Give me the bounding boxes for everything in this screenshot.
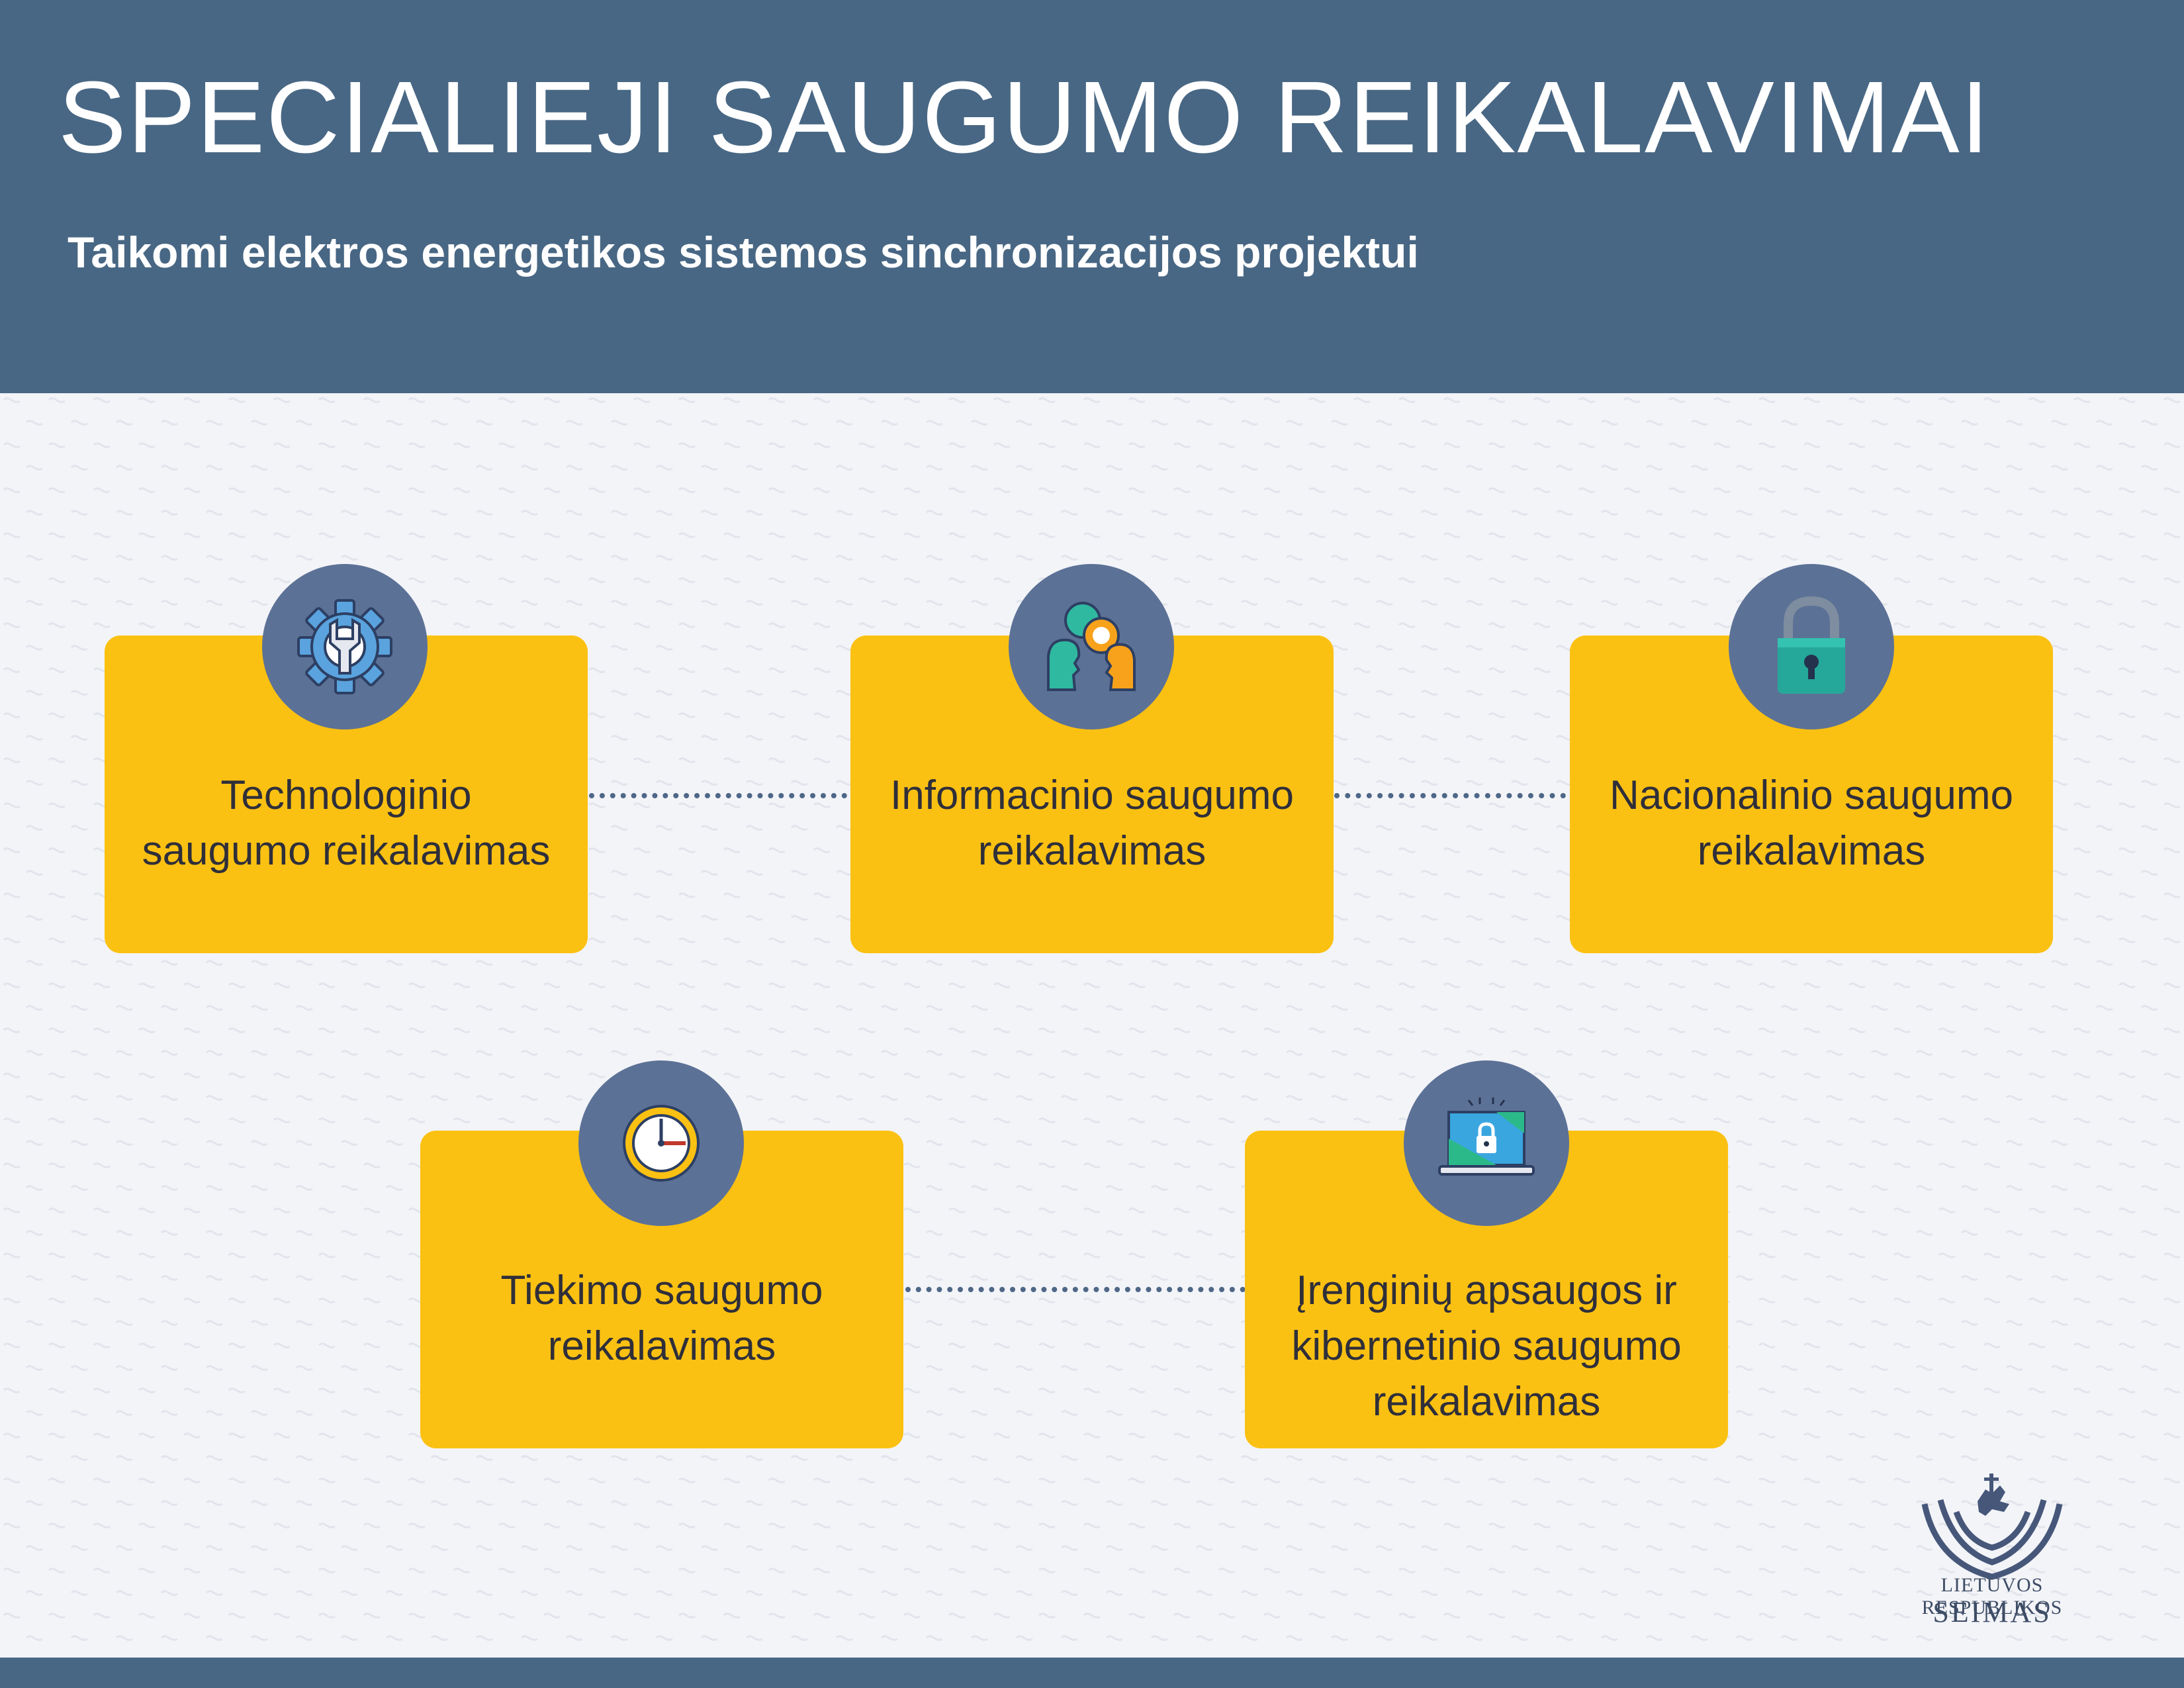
icon-circle (1009, 564, 1174, 729)
card-label-line: reikalavimas (1372, 1379, 1601, 1425)
laptop-lock-icon (1438, 1098, 1535, 1176)
clock-icon (623, 1105, 700, 1182)
card-label-line: reikalavimas (1697, 828, 1926, 874)
card-label-line: Tiekimo saugumo (500, 1268, 823, 1313)
card-label-line: Nacionalinio saugumo (1609, 773, 2014, 818)
connector-line (905, 1287, 1246, 1292)
page-title: SPECIALIEJI SAUGUMO REIKALAVIMAI (58, 60, 1991, 174)
card-label-line: Technologinio (220, 773, 472, 818)
padlock-icon (1778, 596, 1845, 694)
icon-circle (1729, 564, 1894, 729)
seimas-logo-icon (1921, 1474, 2063, 1580)
icon-circle (578, 1060, 744, 1226)
connector-line (589, 793, 847, 798)
logo-text-line2: SEIMAS (1933, 1596, 2052, 1628)
card-label-line: reikalavimas (978, 828, 1206, 874)
header-banner: SPECIALIEJI SAUGUMO REIKALAVIMAI Taikomi… (0, 0, 2184, 393)
card-label-line: reikalavimas (547, 1323, 776, 1369)
card-label-line: kibernetinio saugumo (1291, 1323, 1682, 1369)
card-label-line: Įrenginių apsaugos ir (1296, 1268, 1677, 1313)
gear-wrench-icon (297, 599, 392, 694)
connector-line (1334, 793, 1566, 798)
icon-circle (1404, 1060, 1569, 1226)
card-label-line: Informacinio saugumo (890, 773, 1294, 818)
icon-circle (262, 564, 428, 729)
logo-text-line1: LIETUVOS RESPUBLIKOS (1921, 1574, 2063, 1618)
people-talking-icon (1047, 602, 1136, 691)
footer-bar (0, 1658, 2184, 1688)
page-subtitle: Taikomi elektros energetikos sistemos si… (68, 228, 1419, 277)
card-label-line: saugumo reikalavimas (142, 828, 551, 874)
card-supply-security: Tiekimo saugumo reikalavimas (420, 1131, 903, 1448)
